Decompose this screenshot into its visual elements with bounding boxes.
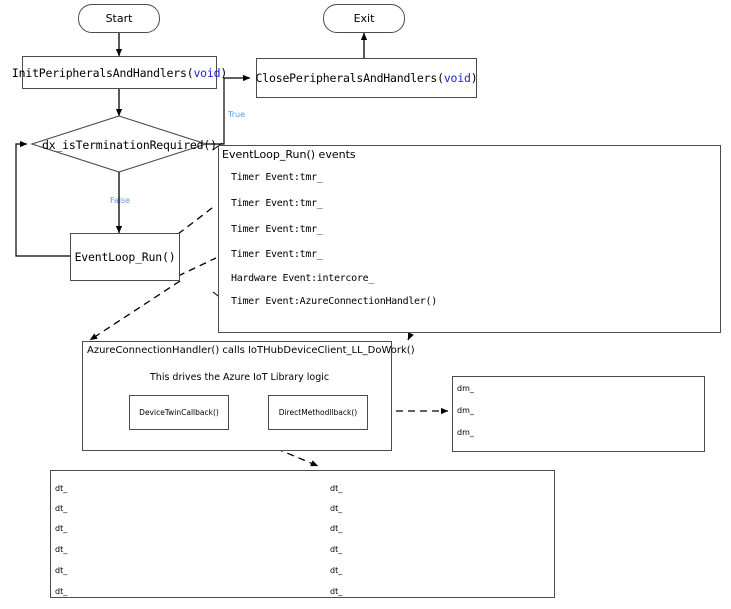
dm-panel	[452, 376, 705, 452]
event-item: Timer Event:tmr_	[231, 172, 323, 183]
dt-item: dt_	[330, 504, 343, 513]
edge-eventloop-to-events-a	[177, 204, 217, 235]
node-init-text-end: )	[220, 65, 228, 80]
dt-item: dt_	[330, 566, 343, 575]
node-close-text-main: ClosePeripheralsAndHandlers(	[255, 71, 444, 85]
dm-item: dm_	[457, 406, 474, 415]
event-item: Timer Event:AzureConnectionHandler()	[231, 296, 437, 307]
dt-item: dt_	[55, 587, 68, 596]
node-init-text: InitPeripheralsAndHandlers(void)	[12, 66, 227, 80]
node-exit-label: Exit	[353, 12, 375, 25]
edge-eventloop-to-events-b	[177, 257, 217, 277]
event-item: Timer Event:tmr_	[231, 224, 323, 235]
node-direct-method-callback[interactable]: DirectMethodllback()	[268, 395, 368, 430]
azure-panel-subtitle: This drives the Azure IoT Library logic	[150, 372, 330, 383]
dm-item: dm_	[457, 384, 474, 393]
node-device-twin-callback-label: DeviceTwinCallback()	[139, 408, 219, 417]
dm-item: dm_	[457, 428, 474, 437]
dt-item: dt_	[55, 484, 68, 493]
event-item: Timer Event:tmr_	[231, 249, 323, 260]
dt-item: dt_	[330, 587, 343, 596]
azure-panel-title: AzureConnectionHandler() calls IoTHubDev…	[87, 345, 415, 356]
node-close-text-end: )	[470, 71, 478, 85]
node-event-loop-run-label: EventLoop_Run()	[74, 250, 176, 264]
node-start[interactable]: Start	[78, 4, 160, 33]
events-panel	[218, 145, 721, 333]
dt-item: dt_	[330, 524, 343, 533]
edge-eventloop-to-azure	[89, 280, 181, 341]
edge-label-true: True	[228, 110, 245, 119]
dt-item: dt_	[55, 545, 68, 554]
dt-item: dt_	[330, 545, 343, 554]
event-item: Hardware Event:intercore_	[231, 273, 375, 284]
node-direct-method-callback-label: DirectMethodllback()	[278, 408, 358, 417]
dt-item: dt_	[55, 566, 68, 575]
node-start-label: Start	[105, 12, 133, 25]
events-panel-title: EventLoop_Run() events	[222, 148, 356, 161]
dt-panel	[50, 470, 555, 598]
dt-item: dt_	[55, 524, 68, 533]
dt-item: dt_	[55, 504, 68, 513]
edge-loop-back	[15, 140, 70, 257]
edge-label-false: False	[110, 196, 131, 205]
event-item: Timer Event:tmr_	[231, 198, 323, 209]
node-init-text-main: InitPeripheralsAndHandlers(	[11, 65, 194, 80]
node-init-keyword: void	[193, 65, 221, 80]
node-decision-label[interactable]: dx_isTerminationRequired()	[42, 138, 217, 152]
node-event-loop-run[interactable]: EventLoop_Run()	[70, 233, 180, 281]
node-close-peripherals[interactable]: ClosePeripheralsAndHandlers(void)	[256, 58, 478, 98]
dt-item: dt_	[330, 484, 343, 493]
node-close-text: ClosePeripheralsAndHandlers(void)	[256, 71, 478, 85]
node-device-twin-callback[interactable]: DeviceTwinCallback()	[129, 395, 229, 430]
node-exit[interactable]: Exit	[323, 4, 405, 33]
node-close-keyword: void	[443, 71, 471, 85]
node-init-peripherals[interactable]: InitPeripheralsAndHandlers(void)	[12, 56, 227, 89]
